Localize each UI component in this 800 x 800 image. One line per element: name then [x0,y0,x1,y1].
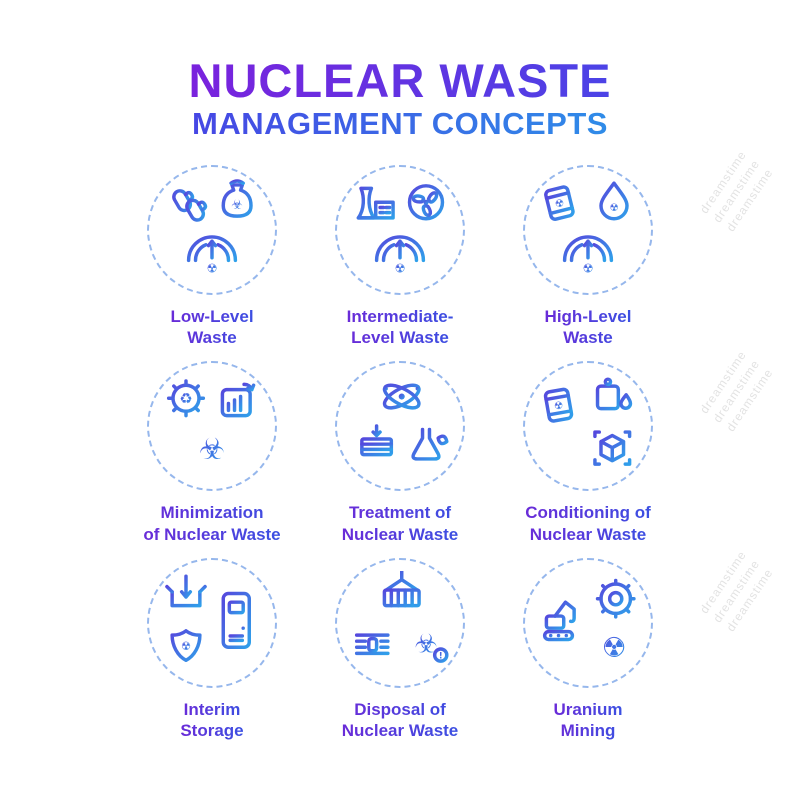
page-title-line2: MANAGEMENT CONCEPTS [192,106,608,142]
dashed-circle: ☣ ! [335,557,465,688]
low-level-waste-icon: ☣ ☢ [172,178,253,275]
svg-text:☢: ☢ [395,261,406,275]
concept-label: Low-Level Waste [170,306,254,348]
glove-icon [185,198,208,222]
concept-card-minimization: ♻ ☣ Minimization of Nuclea [121,361,303,546]
concept-card-intermediate-level-waste: ☢ Intermediate- Level Waste [309,164,491,350]
page-title: NUCLEAR WASTE MANAGEMENT CONCEPTS [0,0,800,143]
svg-text:☢: ☢ [554,197,566,211]
concept-label: Uranium Mining [553,699,623,741]
underground-borehole-icon [354,632,390,655]
atom-icon [382,383,421,410]
concept-card-interim-storage: ☢ Interim Storage [121,557,303,743]
dashed-circle [335,361,465,492]
conditioning-icon: ☢ [543,377,633,466]
radiation-gauge-icon: ☢ [562,234,614,275]
svg-text:☣: ☣ [414,629,437,659]
storage-box-icon [165,573,207,607]
dashed-circle: ☢ [335,164,465,295]
concept-label: Interim Storage [180,699,244,741]
hanging-container-icon [382,570,421,607]
storage-cabinet-icon [221,591,251,649]
reduction-chart-icon [220,382,256,418]
intermediate-level-waste-icon: ☢ [356,183,445,275]
radiation-shield-icon: ☢ [170,628,202,662]
concept-card-high-level-waste: ☢ ☢ ☢ [497,164,679,350]
svg-text:☢: ☢ [609,201,618,213]
uranium-mining-icon: ☢ [542,578,636,663]
svg-text:☣: ☣ [199,432,225,466]
concept-card-conditioning: ☢ C [497,361,679,546]
flask-leaf-icon [411,427,449,461]
solidification-machine-icon [595,377,633,411]
radiation-gauge-icon: ☢ [186,234,238,275]
dashed-circle: ☢ ☢ ☢ [523,164,653,295]
compaction-icon [360,424,394,457]
dashed-circle: ☢ [147,557,277,688]
svg-text:♻: ♻ [179,390,192,407]
radiation-icon: ☢ [602,630,627,663]
biohazard-warning-icon: ☣ ! [414,629,449,663]
biohazard-bag-icon: ☣ [221,178,253,218]
biohazard-icon: ☣ [199,432,225,466]
fan-turbine-icon [407,183,445,220]
concept-label: High-Level Waste [544,306,632,348]
concept-label: Conditioning of Nuclear Waste [525,503,651,544]
concept-card-low-level-waste: ☣ ☢ Low-Level Waste [121,164,303,350]
svg-text:☢: ☢ [207,261,218,275]
recycle-gear-icon: ♻ [166,379,206,418]
radioactive-droplet-icon: ☢ [599,180,629,220]
nuclear-plant-icon [356,186,395,220]
concept-card-treatment: Treatment of Nuclear Waste [309,361,491,546]
dashed-circle: ☢ [523,557,653,688]
bucket-wheel-icon [595,578,636,619]
svg-text:☣: ☣ [231,198,243,213]
disposal-icon: ☣ ! [354,570,449,663]
svg-text:☢: ☢ [583,261,594,275]
svg-text:☢: ☢ [181,639,191,652]
interim-storage-icon: ☢ [165,573,251,662]
svg-text:☢: ☢ [553,399,564,412]
page-title-line1: NUCLEAR WASTE [188,54,612,107]
treatment-icon [360,383,449,461]
minimization-icon: ♻ ☣ [166,379,256,466]
waste-barrel-icon: ☢ [543,387,574,423]
concept-label: Intermediate- Level Waste [346,306,454,348]
concept-card-disposal: ☣ ! Disposal of Nuclear Waste [309,557,491,743]
concept-label: Minimization of Nuclear Waste [143,503,281,544]
dashed-circle: ♻ ☣ [147,361,277,492]
svg-text:!: ! [439,651,443,661]
radiation-gauge-icon: ☢ [374,234,426,275]
high-level-waste-icon: ☢ ☢ ☢ [544,180,629,275]
concept-card-uranium-mining: ☢ Uranium Mining [497,557,679,743]
concept-label: Disposal of Nuclear Waste [341,699,459,741]
concept-grid: ☣ ☢ Low-Level Waste [0,164,800,743]
waste-cube-icon [593,430,632,466]
waste-barrel-icon: ☢ [544,184,575,221]
excavator-crane-icon [542,599,576,641]
dashed-circle: ☢ [523,361,653,492]
svg-text:☢: ☢ [602,630,627,663]
dashed-circle: ☣ ☢ [147,164,277,295]
concept-label: Treatment of Nuclear Waste [341,503,459,544]
